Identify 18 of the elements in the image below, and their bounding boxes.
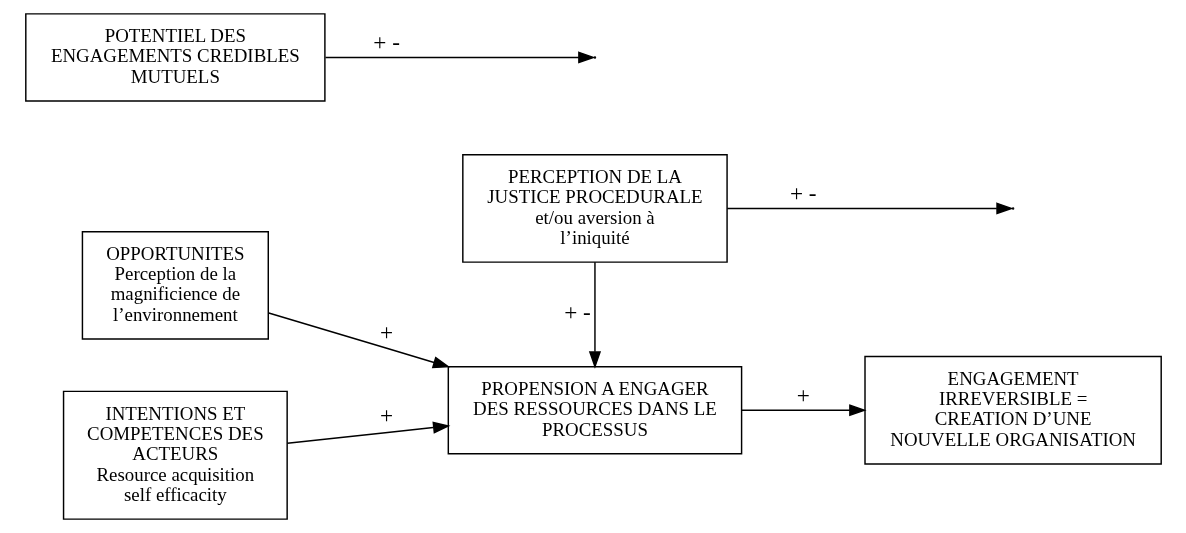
node-box: INTENTIONS ET COMPETENCES DES ACTEURS Resource acquisition self efficacity (62, 390, 288, 520)
arrow (588, 261, 601, 369)
arrow (286, 421, 450, 445)
node-box: POTENTIEL DES ENGAGEMENTS CREDIBLES MUTUELS (24, 13, 326, 102)
node-box: PERCEPTION DE LA JUSTICE PROCEDURALE et/ou aversion à l’iniquité (461, 153, 728, 263)
edge-label: + - (372, 28, 400, 55)
edge-label: + - (789, 179, 817, 206)
arrow (267, 312, 450, 369)
node-box: ENGAGEMENT IRREVERSIBLE = CREATION D’UNE NOUVELLE ORGANISATION (863, 355, 1162, 465)
arrow (740, 404, 867, 417)
edge-label: + (379, 402, 393, 429)
node-box: OPPORTUNITES Perception de la magnificience de l’environnement (81, 230, 269, 340)
arrow (726, 202, 1014, 215)
node-box: PROPENSION A ENGAGER DES RESSOURCES DANS LE PROCESSUS (447, 365, 742, 455)
edge-label: + (379, 319, 393, 346)
edge-label: + (796, 381, 810, 408)
arrow (324, 51, 596, 64)
edge-label: + - (563, 298, 591, 325)
